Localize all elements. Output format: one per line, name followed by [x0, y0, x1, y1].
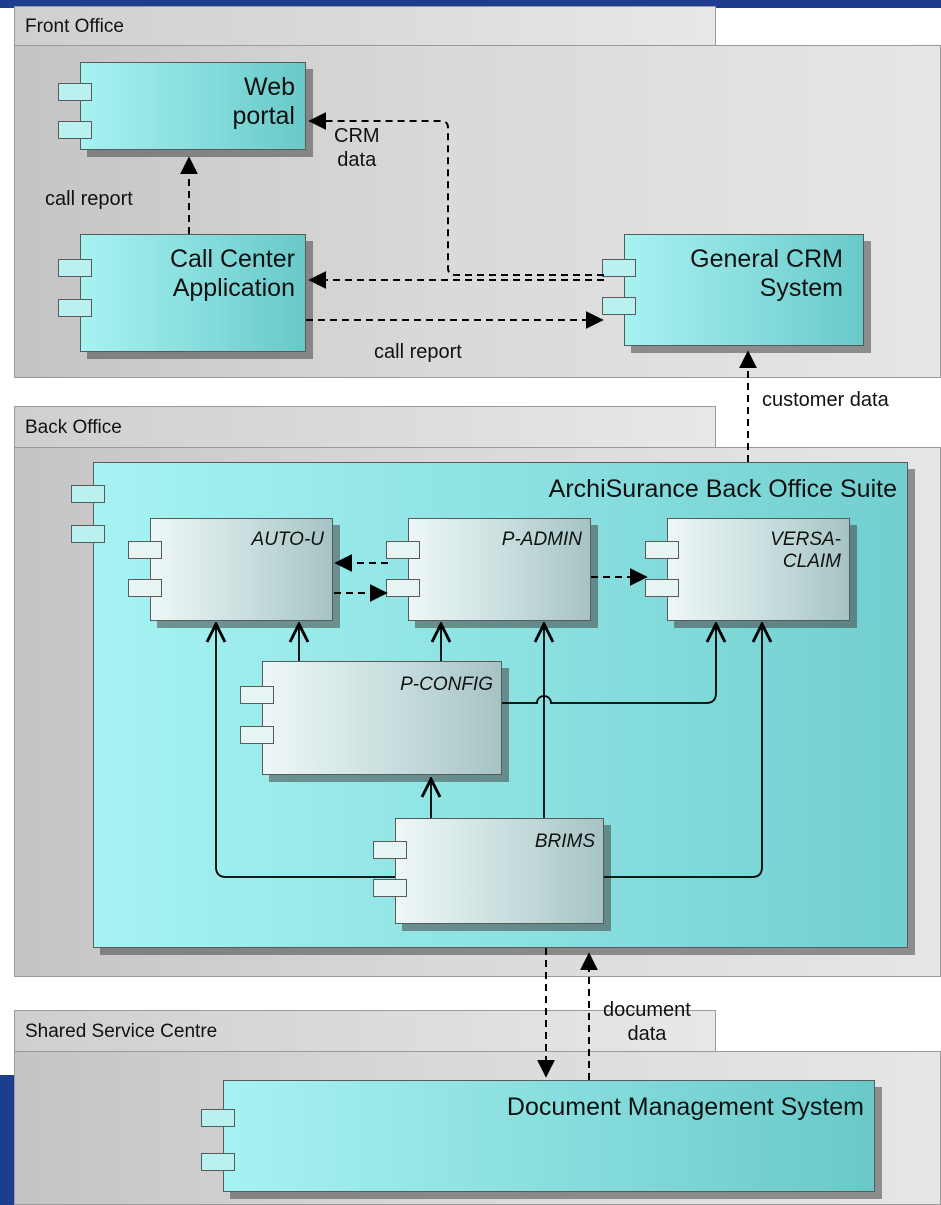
component-port-icon [58, 259, 92, 277]
component-auto-u[interactable]: AUTO-U [128, 518, 333, 621]
group-title-shared-service-centre: Shared Service Centre [25, 1020, 218, 1042]
flow-crm-data-to-web-portal [308, 112, 604, 276]
frame-stripe-left [0, 1075, 16, 1205]
component-document-management-system[interactable]: Document Management System [201, 1080, 875, 1192]
component-port-icon [128, 541, 162, 559]
component-port-icon [240, 726, 274, 744]
component-port-icon [602, 297, 636, 315]
component-web-portal[interactable]: Web portal [58, 62, 306, 150]
frame-stripe-top [0, 0, 941, 8]
edge-label-document-data: document data [603, 999, 691, 1045]
component-port-icon [373, 841, 407, 859]
component-versa-claim[interactable]: VERSA- CLAIM [645, 518, 850, 621]
component-label: P-CONFIG [400, 674, 493, 695]
component-label: P-ADMIN [501, 529, 582, 550]
component-label: Document Management System [506, 1093, 864, 1121]
component-port-icon [128, 579, 162, 597]
component-port-icon [201, 1153, 235, 1171]
group-tab-back-office: Back Office [14, 406, 716, 448]
component-general-crm-system[interactable]: General CRM System [602, 234, 864, 346]
component-port-icon [240, 686, 274, 704]
component-brims[interactable]: BRIMS [373, 818, 604, 924]
group-title-front-office: Front Office [25, 15, 124, 37]
edge-label-crm-data: CRM data [334, 125, 380, 171]
component-call-center-application[interactable]: Call Center Application [58, 234, 306, 352]
component-label: VERSA- CLAIM [770, 529, 841, 572]
component-port-icon [58, 299, 92, 317]
component-port-icon [602, 259, 636, 277]
component-label: AUTO-U [251, 529, 324, 550]
edge-label-call-report-up: call report [45, 188, 133, 210]
component-p-config[interactable]: P-CONFIG [240, 661, 502, 775]
link-brims-to-versa-claim [604, 624, 762, 878]
group-tab-front-office: Front Office [14, 6, 716, 46]
component-p-admin[interactable]: P-ADMIN [386, 518, 591, 621]
link-p-config-to-versa-claim [502, 624, 716, 704]
component-port-icon [373, 879, 407, 897]
component-port-icon [71, 525, 105, 543]
component-label: Web portal [232, 73, 295, 130]
component-port-icon [386, 541, 420, 559]
component-label: BRIMS [534, 831, 595, 852]
component-port-icon [645, 541, 679, 559]
link-brims-to-auto-u [216, 624, 395, 878]
group-title-back-office: Back Office [25, 416, 122, 438]
component-port-icon [58, 121, 92, 139]
edge-label-customer-data: customer data [762, 389, 889, 411]
component-port-icon [71, 485, 105, 503]
component-port-icon [58, 83, 92, 101]
edge-label-call-report-right: call report [374, 341, 462, 363]
group-tab-shared-service-centre: Shared Service Centre [14, 1010, 716, 1052]
component-label: ArchiSurance Back Office Suite [548, 475, 897, 503]
component-label: Call Center Application [169, 245, 295, 302]
component-port-icon [645, 579, 679, 597]
component-label: General CRM System [690, 245, 843, 302]
component-port-icon [201, 1109, 235, 1127]
